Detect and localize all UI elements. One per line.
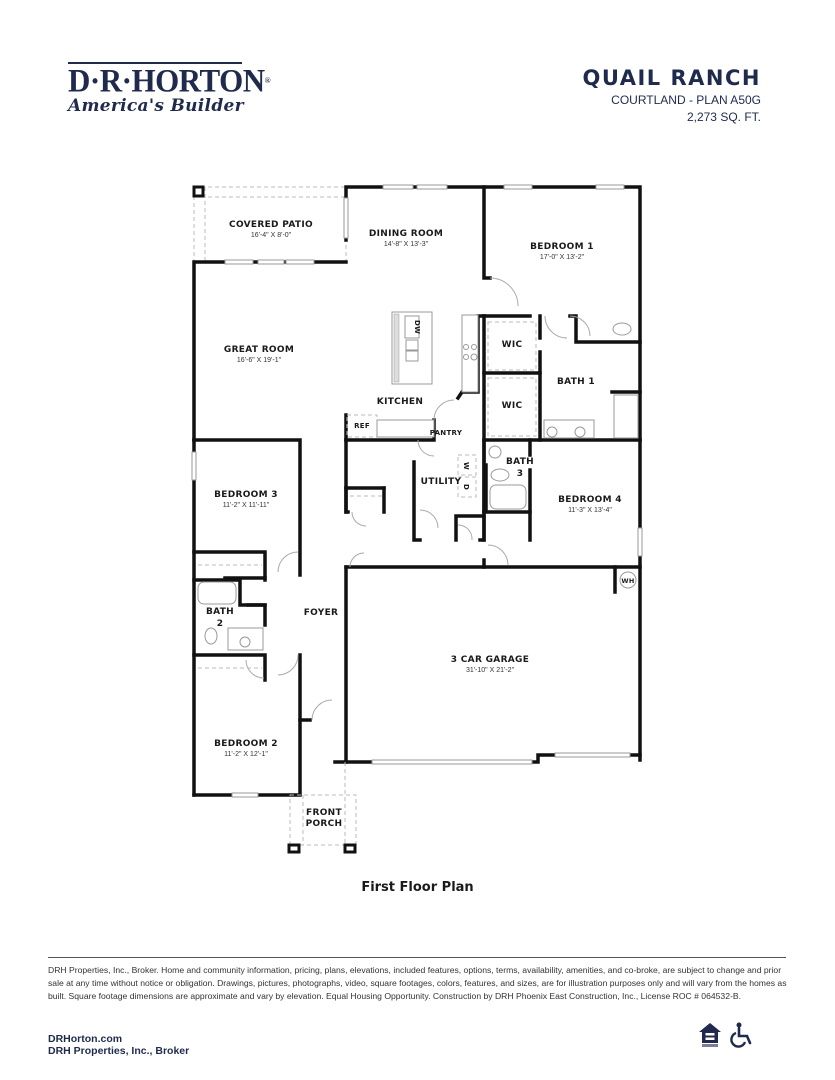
label-wic-2: WIC xyxy=(502,401,523,411)
label-kitchen: KITCHEN xyxy=(377,397,423,407)
label-front-porch-2: PORCH xyxy=(306,819,343,829)
brand-name: D·R·HORTON® xyxy=(68,62,271,99)
plan-name: COURTLAND - PLAN A50G xyxy=(611,93,761,107)
label-bedroom-1: BEDROOM 1 xyxy=(530,242,594,252)
dims-dining-room: 14'-8" X 13'-3" xyxy=(384,241,429,248)
dims-bedroom-3: 11'-2" X 11'-11" xyxy=(223,502,270,509)
kitchen-fixtures xyxy=(197,311,639,669)
broker-name: DRH Properties, Inc., Broker xyxy=(48,1045,190,1057)
label-bath-2: BATH xyxy=(206,607,234,617)
floor-plan-drawing: COVERED PATIO 16'-4" X 8'-0" DINING ROOM… xyxy=(191,184,643,854)
website-link[interactable]: DRHorton.com xyxy=(48,1033,123,1045)
label-bedroom-4: BEDROOM 4 xyxy=(558,495,622,505)
label-bath-2-number: 2 xyxy=(217,619,224,629)
footer-divider xyxy=(48,957,786,958)
logo-rule xyxy=(68,62,242,64)
community-name: QUAIL RANCH xyxy=(582,66,761,90)
windows xyxy=(191,184,643,798)
label-bedroom-2: BEDROOM 2 xyxy=(214,739,278,749)
label-pantry: PANTRY xyxy=(430,429,463,437)
label-ref: REF xyxy=(354,422,370,430)
label-wic-1: WIC xyxy=(502,340,523,350)
room-labels: COVERED PATIO 16'-4" X 8'-0" DINING ROOM… xyxy=(206,220,634,829)
footer-links: DRHorton.com DRH Properties, Inc., Broke… xyxy=(48,1033,189,1057)
label-foyer: FOYER xyxy=(304,608,339,618)
label-washer: W xyxy=(462,462,470,470)
dims-bedroom-1: 17'-0" X 13'-2" xyxy=(540,254,585,261)
label-dining-room: DINING ROOM xyxy=(369,229,443,239)
dims-great-room: 16'-6" X 19'-1" xyxy=(237,357,282,364)
label-dryer: D xyxy=(462,484,470,490)
doors xyxy=(245,277,591,721)
dims-covered-patio: 16'-4" X 8'-0" xyxy=(251,232,292,239)
label-bath-1: BATH 1 xyxy=(557,377,595,387)
dims-bedroom-4: 11'-3" X 13'-4" xyxy=(568,507,612,514)
accessibility-icon xyxy=(730,1022,754,1053)
label-great-room: GREAT ROOM xyxy=(224,345,294,355)
equal-housing-icon xyxy=(698,1022,722,1053)
dims-bedroom-2: 11'-2" X 12'-1" xyxy=(224,751,268,758)
dims-garage: 31'-10" X 21'-2" xyxy=(466,667,515,674)
walls xyxy=(192,185,642,797)
label-bath-3-number: 3 xyxy=(517,469,524,479)
label-front-porch: FRONT xyxy=(306,808,342,818)
brand-tagline: America's Builder xyxy=(68,96,244,116)
legal-disclaimer: DRH Properties, Inc., Broker. Home and c… xyxy=(48,965,787,1001)
floor-plan-caption: First Floor Plan xyxy=(361,880,474,895)
label-garage: 3 CAR GARAGE xyxy=(451,655,529,665)
label-bedroom-3: BEDROOM 3 xyxy=(214,490,278,500)
label-covered-patio: COVERED PATIO xyxy=(229,220,313,230)
square-footage: 2,273 SQ. FT. xyxy=(686,110,761,124)
front-porch-area xyxy=(287,762,357,854)
label-dw: DW xyxy=(413,320,421,334)
compliance-badges xyxy=(698,1022,754,1053)
label-bath-3: BATH xyxy=(506,457,534,467)
title-block: QUAIL RANCH COURTLAND - PLAN A50G 2,273 … xyxy=(582,66,761,124)
label-water-heater: WH xyxy=(621,577,634,585)
label-utility: UTILITY xyxy=(421,477,462,487)
drhorton-logo: D·R·HORTON® America's Builder xyxy=(68,62,271,116)
